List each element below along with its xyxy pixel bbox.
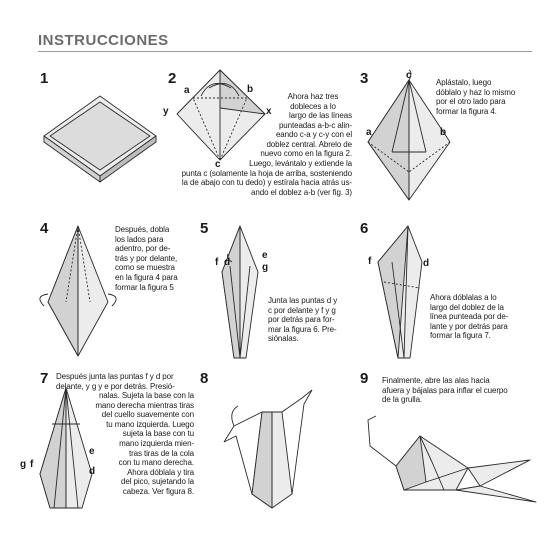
step-7-label-e: e <box>89 446 95 457</box>
step-7-label-g: g <box>20 459 27 470</box>
step-2-figure <box>176 69 266 161</box>
step-4-number: 4 <box>40 220 49 237</box>
step-2-text-mid: largo de las líneas punteadas a-b-c alin… <box>260 111 352 159</box>
step-4-text: Después, dobla los lados para adentro, p… <box>115 225 178 292</box>
step-6-label-d: d <box>423 258 430 269</box>
step-2-text-bottom: Luego, levántalo y extiende la punta c (… <box>181 159 352 197</box>
step-3-number: 3 <box>360 70 369 87</box>
step-7-text-bottom: nalas. Sujeta la base con la mano derech… <box>95 391 194 496</box>
step-7-text-top: Después junta las puntas f y d por delan… <box>56 372 175 391</box>
step-2-label-c: c <box>215 159 221 170</box>
step-3-label-c: c <box>406 70 412 81</box>
step-8-number: 8 <box>200 370 209 387</box>
step-7-number: 7 <box>40 370 49 387</box>
step-7-figure <box>39 387 93 509</box>
step-2-label-a: a <box>184 85 190 96</box>
step-3-label-a: a <box>366 127 372 138</box>
step-2-label-y: y <box>163 106 169 117</box>
step-8-figure <box>223 389 313 509</box>
step-5-figure <box>221 225 259 359</box>
step-5-label-f: f <box>215 257 219 268</box>
step-2-number: 2 <box>168 70 177 87</box>
step-5-label-d: d <box>224 257 231 268</box>
step-4-figure <box>39 225 117 357</box>
step-6-label-f: f <box>368 256 372 267</box>
step-2-label-x: x <box>266 106 272 117</box>
step-7-label-f: f <box>30 459 34 470</box>
step-6-number: 6 <box>360 220 369 237</box>
step-9-text: Finalmente, abre las alas hacia afuera y… <box>382 376 508 405</box>
step-1-figure <box>43 95 157 183</box>
step-6-figure <box>377 225 423 359</box>
step-5-text: Junta las puntas d y c por delante y f y… <box>268 296 338 344</box>
title-divider <box>38 51 532 52</box>
step-3-label-b: b <box>440 127 447 138</box>
step-5-label-g: g <box>262 262 269 273</box>
step-7-label-d: d <box>89 466 96 477</box>
step-2-label-b: b <box>247 84 254 95</box>
step-2-text-top: Ahora haz tres dobleces a lo <box>287 92 339 111</box>
step-6-text: Ahora dóblalas a lo largo del doblez de … <box>430 293 509 341</box>
step-1-number: 1 <box>40 70 49 87</box>
step-5-label-e: e <box>262 250 268 261</box>
step-9-number: 9 <box>360 370 369 387</box>
step-9-figure <box>367 415 537 503</box>
step-3-figure <box>367 69 451 201</box>
step-3-text: Aplástalo, luego dóblalo y haz lo mismo … <box>436 78 516 116</box>
step-5-number: 5 <box>200 220 209 237</box>
page-title: INSTRUCCIONES <box>38 32 169 49</box>
